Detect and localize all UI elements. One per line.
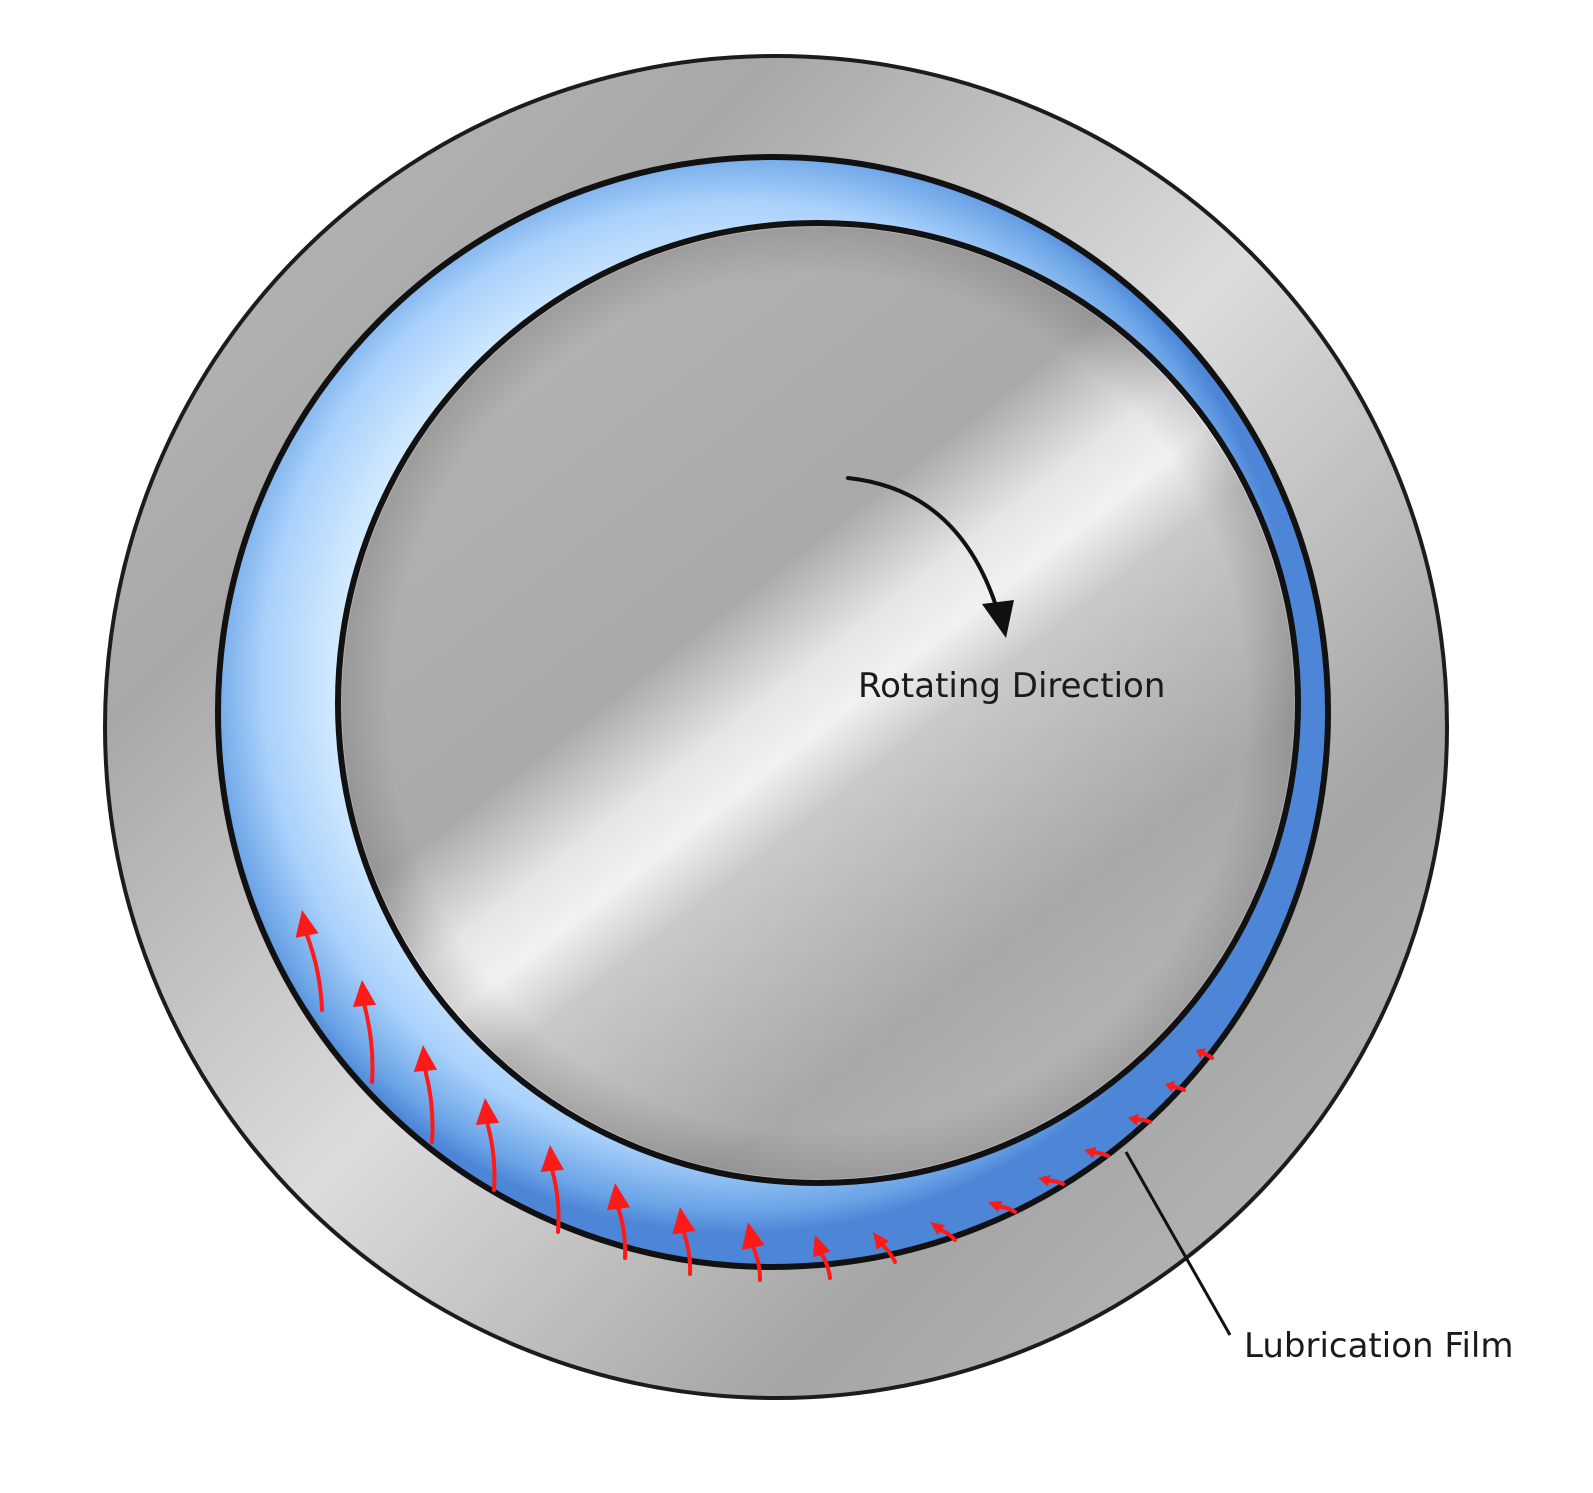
pressure-arrows	[295, 910, 1214, 1282]
pressure-arrow-icon	[873, 1232, 897, 1264]
pressure-arrow-icon	[606, 1183, 631, 1260]
pressure-arrow-icon	[413, 1045, 438, 1144]
pressure-arrow-icon	[540, 1145, 565, 1234]
pressure-arrow-icon	[1084, 1146, 1110, 1159]
lubrication-film-label: Lubrication Film	[1244, 1326, 1513, 1366]
pressure-arrow-icon	[672, 1207, 696, 1276]
pressure-arrow-icon	[741, 1222, 765, 1282]
pressure-arrow-icon	[475, 1098, 500, 1192]
rotating-shaft-shade	[342, 227, 1294, 1179]
pressure-arrow-icon	[1165, 1080, 1186, 1093]
pressure-arrow-icon	[813, 1235, 832, 1280]
rotation-arrowhead-icon	[982, 600, 1014, 638]
pressure-arrow-icon	[1128, 1113, 1152, 1126]
rotating-direction-label: Rotating Direction	[858, 666, 1165, 706]
pressure-arrow-icon	[1038, 1174, 1065, 1187]
lubrication-film-leader-line	[1124, 1151, 1232, 1336]
pressure-arrow-icon	[352, 980, 377, 1084]
pressure-arrow-icon	[1196, 1048, 1214, 1060]
rotation-arrow-icon	[846, 476, 1000, 614]
pressure-arrow-icon	[295, 910, 324, 1012]
pressure-arrow-icon	[930, 1222, 957, 1242]
pressure-arrow-icon	[988, 1200, 1017, 1214]
